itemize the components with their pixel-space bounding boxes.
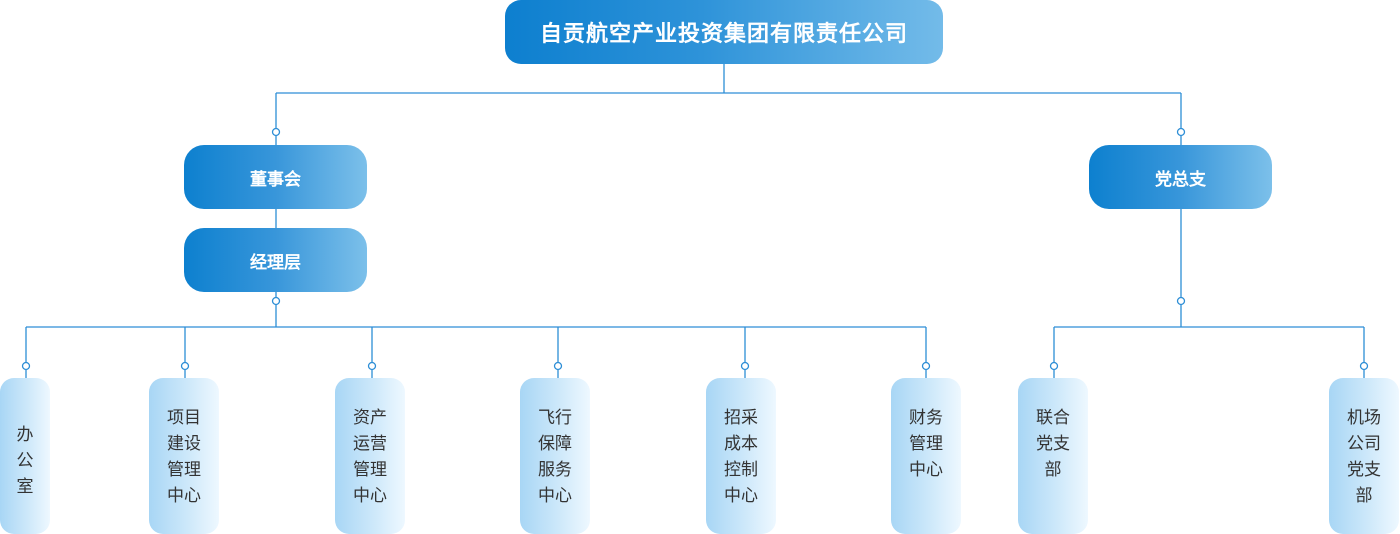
connector-dot bbox=[271, 296, 281, 306]
department-flight-support: 飞行 保障 服务 中心 bbox=[520, 378, 590, 534]
connector-dot bbox=[180, 361, 190, 371]
root-node: 自贡航空产业投资集团有限责任公司 bbox=[505, 0, 943, 64]
department-asset-operation: 资产 运营 管理 中心 bbox=[335, 378, 405, 534]
connector-dot bbox=[21, 361, 31, 371]
management-label: 经理层 bbox=[250, 252, 301, 273]
department-label: 项目 建设 管理 中心 bbox=[167, 408, 201, 506]
connector-dot bbox=[1176, 127, 1186, 137]
board-label: 董事会 bbox=[250, 169, 301, 190]
party-label: 党总支 bbox=[1155, 169, 1206, 190]
department-label: 资产 运营 管理 中心 bbox=[353, 408, 387, 506]
department-procurement-cost: 招采 成本 控制 中心 bbox=[706, 378, 776, 534]
department-label: 飞行 保障 服务 中心 bbox=[538, 408, 572, 506]
connector-dot bbox=[553, 361, 563, 371]
department-label: 办 公 室 bbox=[16, 425, 34, 497]
connector-dot bbox=[740, 361, 750, 371]
connector-dot bbox=[367, 361, 377, 371]
party-branch-label: 机场 公司 党支 部 bbox=[1347, 408, 1381, 506]
connector-dot bbox=[1359, 361, 1369, 371]
party-branch-airport: 机场 公司 党支 部 bbox=[1329, 378, 1399, 534]
department-office: 办 公 室 bbox=[0, 378, 50, 534]
root-label: 自贡航空产业投资集团有限责任公司 bbox=[539, 22, 908, 47]
party-branch-label: 联合 党支 部 bbox=[1036, 408, 1070, 480]
department-label: 财务 管理 中心 bbox=[909, 408, 943, 480]
connector-dot bbox=[271, 127, 281, 137]
department-project-construction: 项目 建设 管理 中心 bbox=[149, 378, 219, 534]
department-label: 招采 成本 控制 中心 bbox=[724, 408, 758, 506]
connector-dot bbox=[1049, 361, 1059, 371]
board-node: 董事会 bbox=[184, 145, 367, 209]
management-node: 经理层 bbox=[184, 228, 367, 292]
party-branch-joint: 联合 党支 部 bbox=[1018, 378, 1088, 534]
connector-dot bbox=[1176, 296, 1186, 306]
party-node: 党总支 bbox=[1089, 145, 1272, 209]
department-finance: 财务 管理 中心 bbox=[891, 378, 961, 534]
connector-dot bbox=[921, 361, 931, 371]
